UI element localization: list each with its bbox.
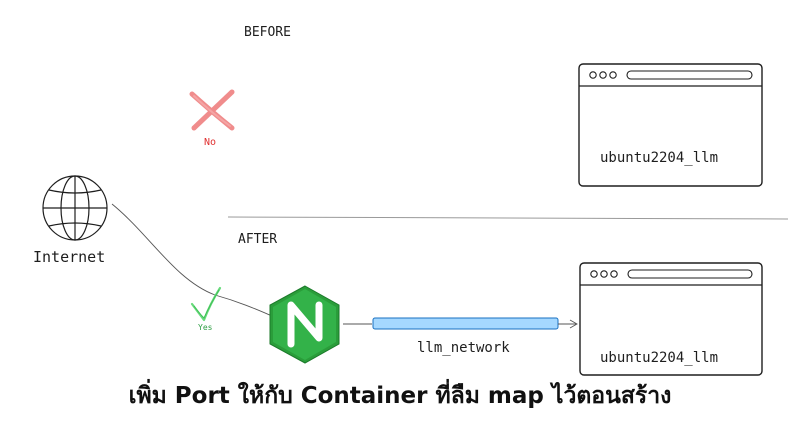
globe-icon	[42, 175, 108, 241]
network-label: llm_network	[417, 340, 510, 356]
nginx-logo-icon	[269, 285, 340, 364]
before-after-divider	[227, 216, 789, 220]
red-cross-icon	[189, 89, 235, 131]
before-label: BEFORE	[244, 25, 291, 40]
green-check-icon	[190, 286, 222, 322]
yes-label: Yes	[198, 323, 213, 332]
internet-label: Internet	[33, 248, 105, 266]
internet-connection-line	[111, 203, 273, 317]
no-label: No	[204, 137, 216, 148]
container-name-before: ubuntu2204_llm	[600, 150, 718, 166]
after-label: AFTER	[238, 232, 277, 247]
page-caption: เพิ่ม Port ให้กับ Container ที่ลืม map ไ…	[128, 383, 672, 409]
container-window-before	[578, 63, 763, 187]
container-window-after	[579, 262, 763, 376]
container-name-after: ubuntu2204_llm	[600, 350, 718, 366]
llm-network-bar	[343, 317, 578, 330]
